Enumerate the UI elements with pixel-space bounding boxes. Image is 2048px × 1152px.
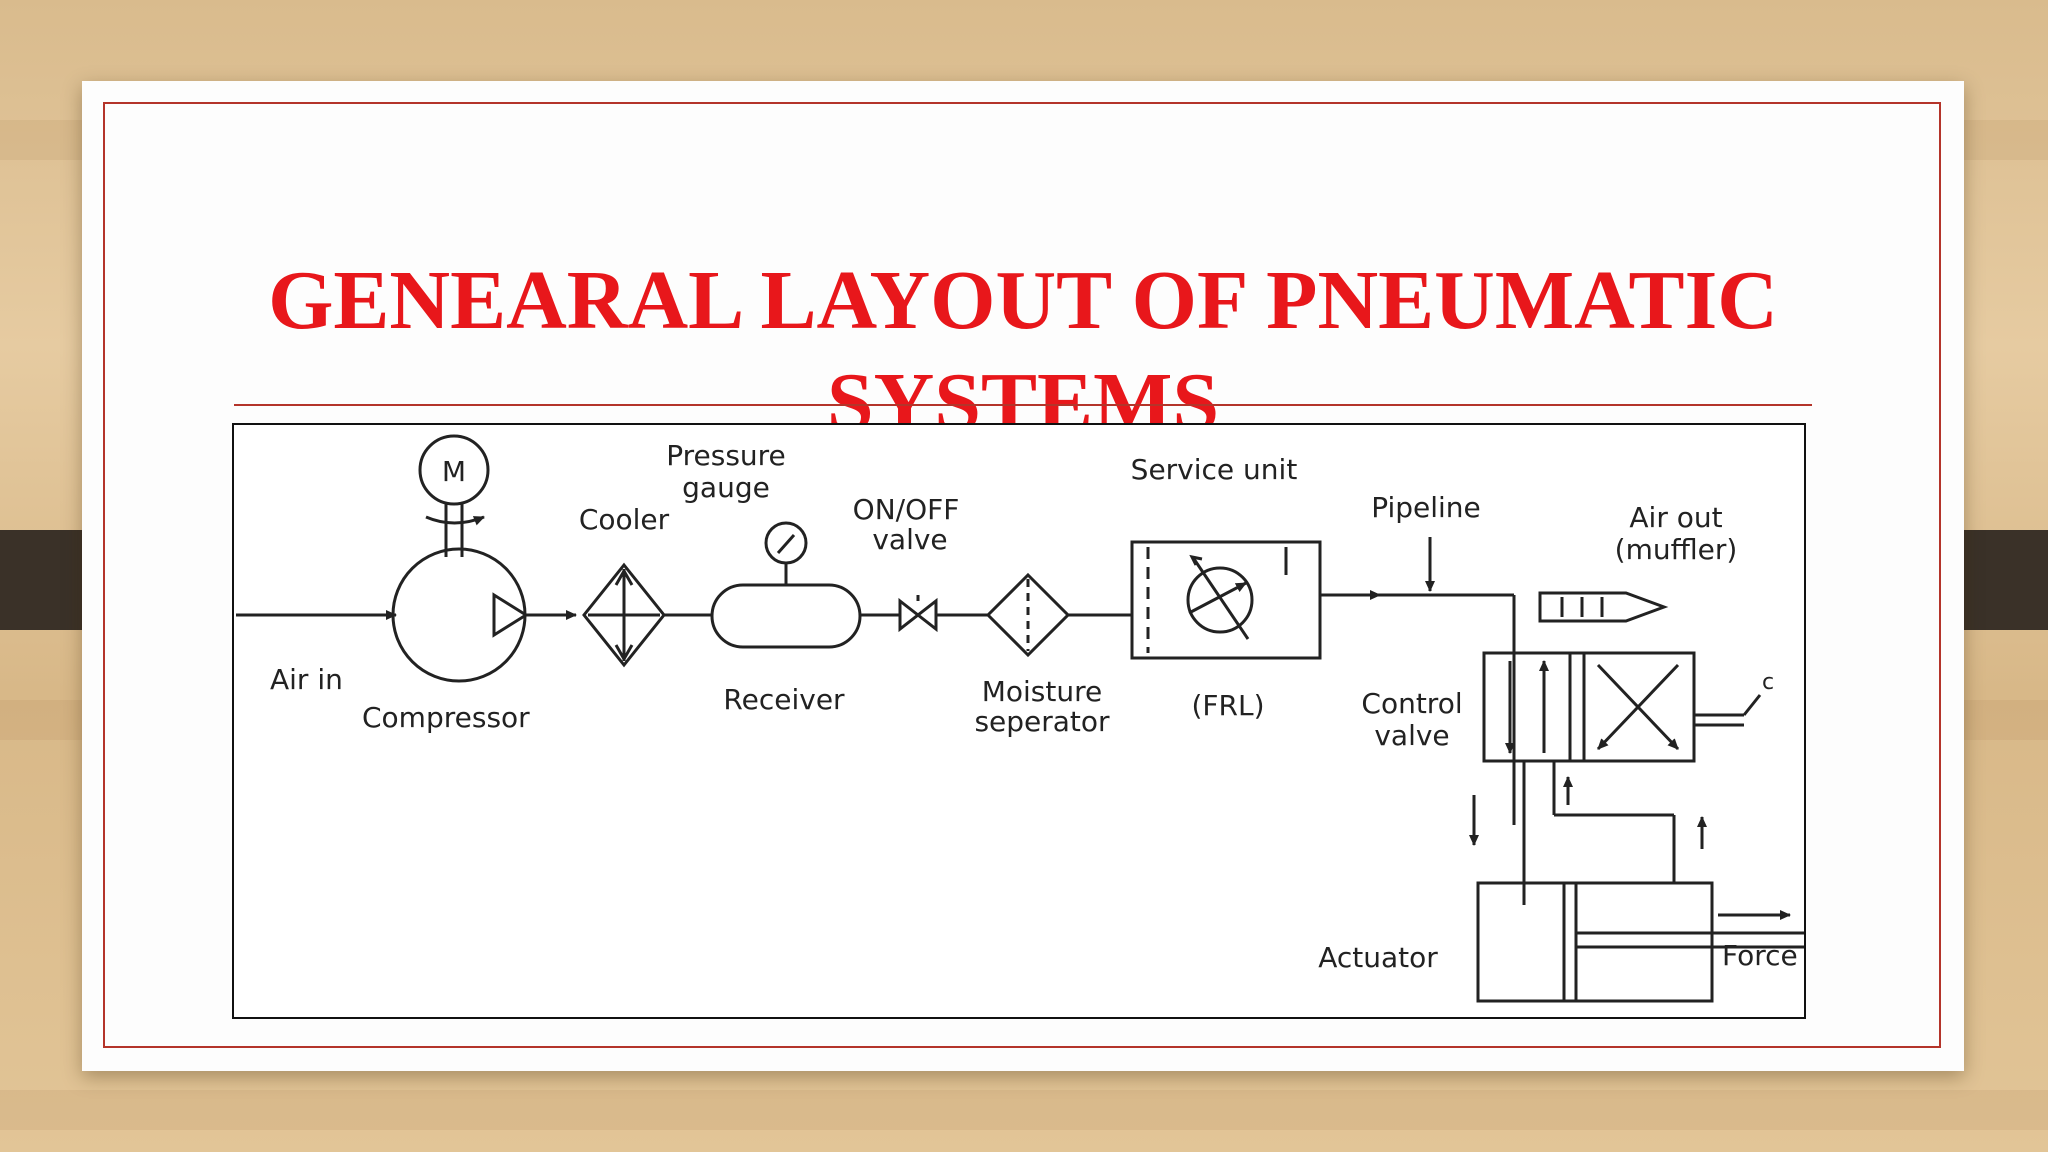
motor-symbol bbox=[418, 434, 490, 506]
pressure-gauge-label-1: Pressure bbox=[666, 439, 786, 472]
slide-title-line-1: GENEARAL LAYOUT OF PNEUMATIC bbox=[268, 254, 1778, 347]
cooler-symbol bbox=[582, 562, 666, 668]
on-off-valve-symbol bbox=[898, 597, 938, 633]
on-off-valve-label-1: ON/OFF bbox=[853, 493, 960, 526]
compressor-symbol bbox=[391, 547, 527, 683]
pressure-gauge-label-2: gauge bbox=[682, 471, 770, 504]
compressor-label: Compressor bbox=[362, 701, 530, 734]
diagram-svg: M bbox=[236, 434, 1804, 1003]
moisture-separator-symbol bbox=[985, 572, 1071, 658]
c-mark-label: c bbox=[1762, 670, 1774, 695]
air-out-label-2: (muffler) bbox=[1615, 533, 1738, 566]
pipeline-label: Pipeline bbox=[1371, 491, 1481, 524]
receiver-tank bbox=[710, 583, 862, 649]
air-out-label-1: Air out bbox=[1629, 501, 1722, 534]
rotation-arrow bbox=[425, 515, 485, 526]
slide-border bbox=[103, 102, 1941, 1048]
service-unit-frl-box bbox=[1130, 540, 1322, 660]
motor-label: M bbox=[442, 455, 466, 488]
moisture-separator-label-1: Moisture bbox=[982, 675, 1103, 708]
actuator-label: Actuator bbox=[1318, 941, 1438, 974]
air-in-label: Air in bbox=[270, 663, 343, 696]
control-valve-body bbox=[1482, 651, 1696, 763]
frl-label: (FRL) bbox=[1191, 689, 1264, 722]
muffler-symbol bbox=[1538, 591, 1669, 623]
pressure-gauge-symbol bbox=[764, 521, 808, 565]
title-divider bbox=[234, 404, 1812, 406]
control-valve-label-2: valve bbox=[1374, 719, 1449, 752]
moisture-separator-label-2: seperator bbox=[974, 705, 1110, 738]
actuator-cylinder bbox=[1476, 881, 1714, 1003]
control-valve-label-1: Control bbox=[1361, 687, 1462, 720]
service-unit-label: Service unit bbox=[1131, 453, 1298, 486]
pneumatic-layout-diagram: M bbox=[232, 423, 1806, 1019]
receiver-label: Receiver bbox=[723, 683, 845, 716]
force-label: Force bbox=[1722, 939, 1798, 972]
cooler-label: Cooler bbox=[579, 503, 670, 536]
on-off-valve-label-2: valve bbox=[872, 523, 947, 556]
